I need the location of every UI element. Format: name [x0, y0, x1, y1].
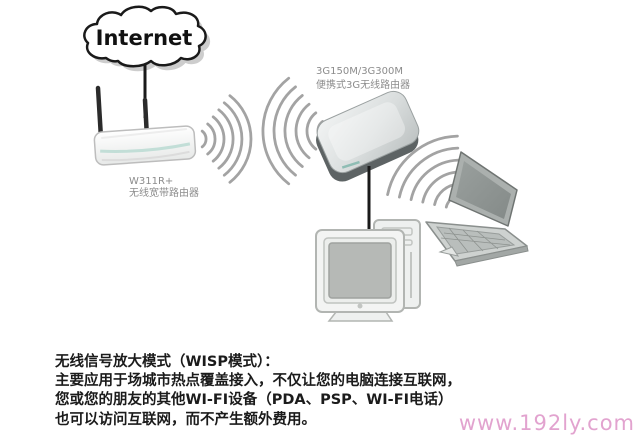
router-antenna-left — [95, 85, 104, 141]
router-type-label: 无线宽带路由器 — [129, 186, 199, 199]
desktop-computer-icon — [315, 219, 421, 322]
wifi-waves-router-to-3g — [200, 76, 324, 186]
portable-3g-router-icon — [316, 90, 420, 182]
laptop-icon — [425, 151, 529, 267]
internet-cloud-icon: Internet — [83, 5, 207, 68]
router3g-type-label: 便携式3G无线路由器 — [316, 78, 410, 91]
description-line-4: 也可以访问互联网，而不产生额外费用。 — [55, 411, 316, 428]
description-line-1: 无线信号放大模式（WISP模式）： — [55, 354, 279, 370]
description-line-3: 您或您的朋友的其他WI-FI设备（PDA、PSP、WI-FI电话） — [55, 392, 453, 409]
wireless-router-icon — [93, 85, 197, 166]
description-line-2: 主要应用于场城市热点覆盖接入，不仅让您的电脑连接互联网， — [55, 373, 461, 390]
wisp-description: 无线信号放大模式（WISP模式）： 主要应用于场城市热点覆盖接入，不仅让您的电脑… — [55, 353, 595, 430]
site-watermark: www.192ly.com — [458, 411, 635, 435]
router3g-model-label: 3G150M/3G300M — [316, 66, 403, 77]
router-model-label: W311R+ — [129, 176, 173, 187]
internet-label: Internet — [96, 26, 193, 50]
network-diagram: Internet W311R+ 无线宽带路由器 — [83, 5, 529, 322]
